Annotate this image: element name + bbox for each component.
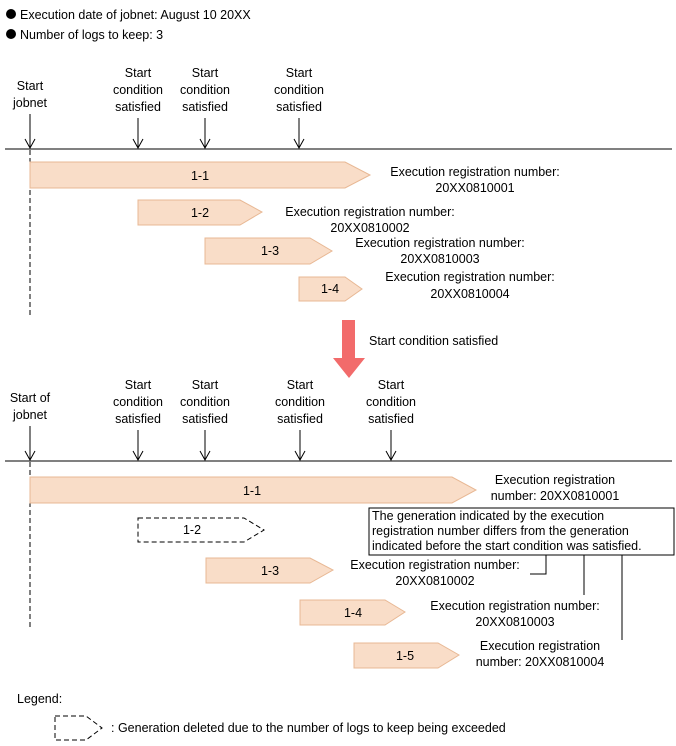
- generation-note-box: [368, 507, 675, 556]
- bottom-bar-1-2-deleted: [137, 517, 265, 543]
- bottom-bar-1-3: [205, 557, 335, 584]
- bottom-condition-arrow-icon: [294, 430, 306, 462]
- legend-title: Legend:: [17, 692, 62, 706]
- execution-date-text: Execution date of jobnet: August 10 20XX: [20, 8, 251, 22]
- bottom-timeline: Start of jobnet Start condition satisfie…: [5, 378, 675, 669]
- bottom-start-arrow-icon: [24, 426, 36, 462]
- bottom-start-condition-1-line2: condition: [113, 395, 163, 409]
- bottom-start-condition-2-line2: condition: [180, 395, 230, 409]
- top-start-condition-3-line3: satisfied: [276, 100, 322, 114]
- bullet-icon: [6, 9, 16, 19]
- bottom-start-condition-4-line3: satisfied: [368, 412, 414, 426]
- bottom-bar-1-5: [353, 642, 460, 669]
- top-bar-1-3-reg-line2: 20XX0810003: [400, 252, 479, 266]
- top-start-condition-2-line1: Start: [192, 66, 219, 80]
- top-bar-1-1-reg-line2: 20XX0810001: [435, 181, 514, 195]
- bottom-start-condition-3-line3: satisfied: [277, 412, 323, 426]
- top-start-condition-1-line2: condition: [113, 83, 163, 97]
- bottom-bar-1-5-reg-line2: number: 20XX0810004: [476, 655, 605, 669]
- legend-deleted-description: : Generation deleted due to the number o…: [111, 721, 506, 735]
- transition-arrow-icon: [333, 320, 365, 378]
- top-bar-1-1-reg-line1: Execution registration number:: [390, 165, 560, 179]
- top-start-condition-2-line3: satisfied: [182, 100, 228, 114]
- top-start-condition-3-line1: Start: [286, 66, 313, 80]
- top-start-jobnet-line2: jobnet: [12, 96, 48, 110]
- top-bar-1-4: [298, 276, 363, 302]
- bottom-start-jobnet-line2: jobnet: [12, 408, 48, 422]
- top-bar-1-3-label: 1-3: [261, 244, 279, 258]
- bottom-bar-1-5-reg-line1: Execution registration: [480, 639, 600, 653]
- bottom-bar-1-4-reg-line1: Execution registration number:: [430, 599, 600, 613]
- top-start-condition-3-line2: condition: [274, 83, 324, 97]
- top-start-condition-1-line1: Start: [125, 66, 152, 80]
- top-condition-arrow-icon: [293, 118, 305, 150]
- top-bar-1-4-reg-line2: 20XX0810004: [430, 287, 509, 301]
- bottom-bar-1-3-label: 1-3: [261, 564, 279, 578]
- bottom-start-condition-2-line1: Start: [192, 378, 219, 392]
- bottom-start-condition-2-line3: satisfied: [182, 412, 228, 426]
- bottom-start-condition-4-line1: Start: [378, 378, 405, 392]
- top-bar-1-1: [29, 161, 372, 189]
- logs-to-keep-text: Number of logs to keep: 3: [20, 28, 163, 42]
- bottom-bar-1-5-label: 1-5: [396, 649, 414, 663]
- bottom-bar-1-4-label: 1-4: [344, 606, 362, 620]
- bottom-bar-1-1-reg-line2: number: 20XX0810001: [491, 489, 620, 503]
- bottom-start-condition-1-line1: Start: [125, 378, 152, 392]
- bottom-start-condition-1-line3: satisfied: [115, 412, 161, 426]
- bottom-bar-1-3-reg-line2: 20XX0810002: [395, 574, 474, 588]
- top-bar-1-2: [137, 199, 264, 226]
- top-start-arrow-icon: [24, 114, 36, 150]
- bottom-bar-1-3-reg-line1: Execution registration number:: [350, 558, 520, 572]
- bottom-bar-1-4: [299, 599, 406, 626]
- top-condition-arrow-icon: [199, 118, 211, 150]
- bottom-bar-1-2-label: 1-2: [183, 523, 201, 537]
- bottom-bar-1-1-reg-line1: Execution registration: [495, 473, 615, 487]
- bottom-start-condition-3-line1: Start: [287, 378, 314, 392]
- bottom-condition-arrow-icon: [132, 430, 144, 462]
- bottom-bar-1-1: [29, 476, 478, 504]
- top-start-condition-1-line3: satisfied: [115, 100, 161, 114]
- bottom-start-jobnet-line1: Start of: [10, 391, 51, 405]
- note-connector-lines: [530, 555, 623, 640]
- bottom-bar-1-1-label: 1-1: [243, 484, 261, 498]
- generation-note-line2: registration number differs from the gen…: [372, 524, 629, 538]
- top-condition-arrow-icon: [132, 118, 144, 150]
- bottom-condition-arrow-icon: [199, 430, 211, 462]
- top-bar-1-1-label: 1-1: [191, 169, 209, 183]
- bottom-start-condition-4-line2: condition: [366, 395, 416, 409]
- top-start-jobnet-line1: Start: [17, 79, 44, 93]
- bottom-condition-arrow-icon: [385, 430, 397, 462]
- bottom-bar-1-4-reg-line2: 20XX0810003: [475, 615, 554, 629]
- bullet-icon: [6, 29, 16, 39]
- legend-deleted-shape: [54, 715, 103, 741]
- top-bar-1-3: [204, 237, 333, 265]
- generation-note-line3: indicated before the start condition was…: [372, 539, 642, 553]
- bottom-start-condition-3-line2: condition: [275, 395, 325, 409]
- top-bar-1-3-reg-line1: Execution registration number:: [355, 236, 525, 250]
- top-timeline: Start jobnet Start condition satisfied S…: [5, 66, 672, 318]
- transition-label: Start condition satisfied: [369, 334, 498, 348]
- generation-note-line1: The generation indicated by the executio…: [372, 509, 604, 523]
- top-bar-1-4-label: 1-4: [321, 282, 339, 296]
- top-bar-1-2-reg-line1: Execution registration number:: [285, 205, 455, 219]
- top-bar-1-2-reg-line2: 20XX0810002: [330, 221, 409, 235]
- top-bar-1-2-label: 1-2: [191, 206, 209, 220]
- top-bar-1-4-reg-line1: Execution registration number:: [385, 270, 555, 284]
- top-start-condition-2-line2: condition: [180, 83, 230, 97]
